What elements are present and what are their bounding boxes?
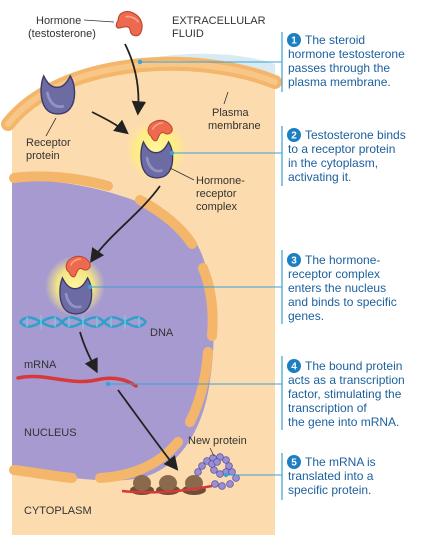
step-4-text-line: the gene into mRNA.: [288, 415, 399, 429]
hormone-label: Hormone: [36, 15, 81, 27]
plasma-membrane-label-sub: membrane: [208, 120, 261, 132]
step-2-text-line: in the cytoplasm,: [288, 156, 378, 170]
step-3-number: 3: [291, 256, 297, 267]
step-4-number-badge: [287, 359, 301, 373]
step-5-number-badge: [287, 455, 301, 469]
nucleus-label: NUCLEUS: [24, 427, 77, 439]
hormone-receptor-complex-cytoplasm: [126, 114, 186, 180]
step-2-text-line: activating it.: [288, 170, 351, 184]
new-protein-label: New protein: [188, 435, 247, 447]
leader-dots: [87, 59, 229, 478]
step-3-text-line: receptor complex: [288, 267, 380, 281]
step-2-number-badge: [287, 128, 301, 142]
step-3-number-badge: [287, 253, 301, 267]
step-5-number: 5: [291, 458, 297, 469]
ribosomes: [121, 475, 213, 495]
nuclear-envelope: [9, 171, 218, 483]
step-3-text-line: genes.: [288, 309, 324, 323]
complex-label-sub: receptor: [196, 188, 237, 200]
step-3-text-line: and binds to specific: [288, 295, 397, 309]
nucleus-region: [12, 179, 214, 481]
step-5-text-line: translated into a: [288, 469, 374, 483]
complex-label-sub2: complex: [196, 201, 237, 213]
dna-label: DNA: [150, 327, 174, 339]
dna-helix: [19, 315, 147, 329]
step-2-text-line: Testosterone binds: [305, 128, 406, 142]
extracellular-label: EXTRACELLULAR: [172, 15, 266, 27]
mrna-strand: [16, 374, 138, 388]
cytoplasm-label: CYTOPLASM: [24, 505, 92, 517]
step-4-text-line: factor, stimulating the: [288, 387, 402, 401]
receptor-protein-label-sub: protein: [26, 150, 60, 162]
step-4-text-line: The bound protein: [305, 359, 402, 373]
step-4-text-line: acts as a transcription: [288, 373, 405, 387]
receptor-protein-label: Receptor: [26, 137, 71, 149]
step-4-number: 4: [291, 362, 297, 373]
step-4-text-line: transcription of: [288, 401, 367, 415]
step-2-number: 2: [291, 131, 297, 142]
complex-label: Hormone-: [196, 175, 245, 187]
new-protein-chain: [194, 453, 240, 490]
step-1-text-line: plasma membrane.: [288, 75, 391, 89]
step-1-number-badge: [287, 33, 301, 47]
mrna-label: mRNA: [24, 359, 57, 371]
step-3-text-line: The hormone-: [305, 253, 380, 267]
hormone-label-sub: (testosterone): [28, 28, 96, 40]
step-1-text-line: hormone testosterone: [288, 47, 405, 61]
hormone-receptor-complex-nucleus: [45, 250, 105, 316]
step-3-text-line: enters the nucleus: [288, 281, 386, 295]
extracellular-label-sub: FLUID: [172, 28, 204, 40]
step-1-text-line: The steroid: [305, 33, 365, 47]
step-2-text-line: to a receptor protein: [288, 142, 395, 156]
leader-lines: [90, 61, 282, 476]
step-1-number: 1: [291, 36, 297, 47]
diagram-labels: Hormone (testosterone) EXTRACELLULAR FLU…: [24, 15, 266, 517]
plasma-membrane-label: Plasma: [212, 107, 250, 119]
step-1-text-line: passes through the: [288, 61, 390, 75]
step-5-text-line: specific protein.: [288, 483, 371, 497]
step-5-text-line: The mRNA is: [305, 455, 376, 469]
pathway-arrows: [79, 43, 179, 471]
